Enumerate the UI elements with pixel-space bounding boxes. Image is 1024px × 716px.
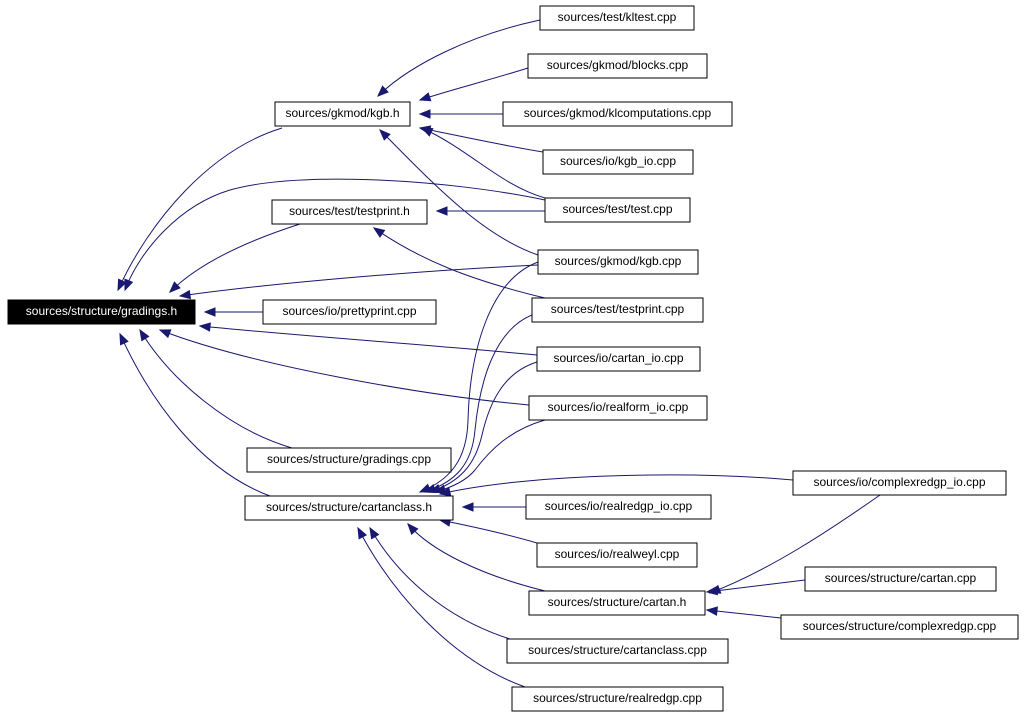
- node-cartanclass-cpp[interactable]: sources/structure/cartanclass.cpp: [506, 638, 729, 664]
- svg-text:sources/test/testprint.cpp: sources/test/testprint.cpp: [551, 302, 685, 316]
- node-realredgp-io-cpp[interactable]: sources/io/realredgp_io.cpp: [525, 494, 712, 520]
- edge-realredgp-io-cpp-to-cartanclass-h: [461, 502, 526, 512]
- edge-cartan-cpp-to-cartan-h: [705, 579, 806, 596]
- edge-complexredgp-cpp-to-cartan-h: [705, 606, 782, 619]
- svg-text:sources/structure/cartanclass.: sources/structure/cartanclass.cpp: [528, 643, 707, 657]
- node-klcomputations-cpp[interactable]: sources/gkmod/klcomputations.cpp: [502, 101, 733, 127]
- node-test-cpp[interactable]: sources/test/test.cpp: [544, 197, 691, 223]
- node-blocks-cpp[interactable]: sources/gkmod/blocks.cpp: [527, 53, 708, 79]
- arrowhead: [407, 522, 419, 535]
- edge-complexredgp-io-cpp-to-cartanclass-h: [438, 474, 794, 497]
- edge-cartanclass-cpp-to-cartanclass-h: [369, 526, 511, 640]
- arrowhead: [418, 92, 432, 102]
- node-cartan-h[interactable]: sources/structure/cartan.h: [528, 590, 706, 616]
- edge-klcomputations-cpp-to-kgb-h: [418, 109, 503, 119]
- arrowhead: [117, 278, 127, 292]
- svg-text:sources/test/test.cpp: sources/test/test.cpp: [562, 202, 672, 216]
- svg-text:sources/test/kltest.cpp: sources/test/kltest.cpp: [558, 10, 677, 24]
- arrowhead: [119, 332, 129, 346]
- svg-text:sources/structure/gradings.h: sources/structure/gradings.h: [26, 304, 177, 318]
- svg-text:sources/io/prettyprint.cpp: sources/io/prettyprint.cpp: [282, 304, 416, 318]
- node-kgb-cpp[interactable]: sources/gkmod/kgb.cpp: [537, 249, 699, 275]
- node-gradings-cpp[interactable]: sources/structure/gradings.cpp: [246, 447, 452, 473]
- edges-layer: [117, 19, 881, 688]
- edge-realredgp-cpp-to-cartanclass-h: [357, 526, 526, 688]
- node-complexredgp-io-cpp[interactable]: sources/io/complexredgp_io.cpp: [792, 470, 1007, 496]
- arrowhead: [198, 322, 211, 332]
- svg-text:sources/structure/cartan.h: sources/structure/cartan.h: [548, 595, 687, 609]
- svg-text:sources/io/realform_io.cpp: sources/io/realform_io.cpp: [548, 400, 689, 414]
- svg-text:sources/gkmod/blocks.cpp: sources/gkmod/blocks.cpp: [547, 58, 689, 72]
- edge-blocks-cpp-to-kgb-h: [418, 67, 529, 102]
- svg-text:sources/io/realredgp_io.cpp: sources/io/realredgp_io.cpp: [545, 499, 693, 513]
- edge-test-cpp-to-kgb-h: [420, 127, 546, 199]
- node-gradings-h[interactable]: sources/structure/gradings.h: [7, 299, 196, 325]
- edge-kgb-io-cpp-to-kgb-h: [418, 125, 544, 153]
- svg-text:sources/structure/gradings.cpp: sources/structure/gradings.cpp: [267, 452, 431, 466]
- edge-test-cpp-to-gradings-h: [124, 178, 546, 292]
- edge-kltest-cpp-to-kgb-h: [377, 19, 541, 97]
- node-cartan-cpp[interactable]: sources/structure/cartan.cpp: [804, 566, 997, 592]
- edge-realform-io-cpp-to-gradings-h: [158, 329, 530, 406]
- arrowhead: [124, 278, 134, 292]
- arrowhead: [438, 487, 452, 497]
- node-complexredgp-cpp[interactable]: sources/structure/complexredgp.cpp: [780, 614, 1019, 640]
- node-realredgp-cpp[interactable]: sources/structure/realredgp.cpp: [511, 686, 724, 712]
- svg-text:sources/structure/cartan.cpp: sources/structure/cartan.cpp: [825, 571, 977, 585]
- svg-text:sources/gkmod/kgb.h: sources/gkmod/kgb.h: [285, 106, 399, 120]
- svg-text:sources/structure/realredgp.cp: sources/structure/realredgp.cpp: [533, 691, 702, 705]
- node-cartan-io-cpp[interactable]: sources/io/cartan_io.cpp: [536, 346, 701, 372]
- arrowhead: [139, 328, 150, 342]
- arrowhead: [203, 307, 216, 317]
- arrowhead: [369, 526, 380, 540]
- node-kgb-io-cpp[interactable]: sources/io/kgb_io.cpp: [542, 149, 694, 175]
- arrowhead: [433, 484, 447, 494]
- arrowhead: [418, 109, 431, 119]
- arrowhead: [705, 606, 718, 616]
- svg-text:sources/gkmod/kgb.cpp: sources/gkmod/kgb.cpp: [555, 254, 682, 268]
- svg-text:sources/io/cartan_io.cpp: sources/io/cartan_io.cpp: [553, 351, 683, 365]
- arrowhead: [705, 586, 718, 596]
- svg-text:sources/gkmod/klcomputations.c: sources/gkmod/klcomputations.cpp: [524, 106, 712, 120]
- node-testprint-cpp[interactable]: sources/test/testprint.cpp: [531, 297, 704, 323]
- edge-test-cpp-to-testprint-h: [435, 206, 545, 216]
- svg-text:sources/io/complexredgp_io.cpp: sources/io/complexredgp_io.cpp: [813, 475, 985, 489]
- arrowhead: [377, 85, 389, 97]
- node-kgb-h[interactable]: sources/gkmod/kgb.h: [274, 101, 411, 127]
- edge-prettyprint-cpp-to-gradings-h: [203, 307, 263, 317]
- arrowhead: [435, 206, 448, 216]
- edge-kgb-cpp-to-gradings-h: [178, 264, 539, 300]
- edge-testprint-h-to-gradings-h: [169, 223, 301, 293]
- edge-testprint-cpp-to-testprint-h: [372, 227, 546, 299]
- arrowhead: [461, 502, 474, 512]
- edge-cartan-h-to-cartanclass-h: [407, 522, 546, 592]
- edge-kgb-h-to-gradings-h: [117, 127, 283, 292]
- edge-realweyl-cpp-to-cartanclass-h: [438, 517, 538, 544]
- arrowhead: [420, 127, 434, 137]
- arrowhead: [158, 329, 172, 339]
- edge-cartan-io-cpp-to-gradings-h: [198, 322, 538, 356]
- svg-text:sources/io/kgb_io.cpp: sources/io/kgb_io.cpp: [560, 154, 676, 168]
- node-prettyprint-cpp[interactable]: sources/io/prettyprint.cpp: [262, 299, 437, 325]
- arrowhead: [372, 227, 386, 238]
- edge-cartanclass-h-to-gradings-h: [119, 332, 271, 497]
- svg-text:sources/structure/cartanclass.: sources/structure/cartanclass.h: [266, 500, 432, 514]
- node-cartanclass-h[interactable]: sources/structure/cartanclass.h: [244, 495, 454, 521]
- edge-gradings-cpp-to-gradings-h: [139, 328, 293, 449]
- node-realform-io-cpp[interactable]: sources/io/realform_io.cpp: [528, 395, 708, 421]
- svg-text:sources/io/realweyl.cpp: sources/io/realweyl.cpp: [555, 547, 680, 561]
- node-realweyl-cpp[interactable]: sources/io/realweyl.cpp: [536, 542, 698, 568]
- node-kltest-cpp[interactable]: sources/test/kltest.cpp: [539, 5, 695, 31]
- node-testprint-h[interactable]: sources/test/testprint.h: [271, 199, 428, 225]
- edge-realform-io-cpp-to-cartanclass-h: [433, 419, 546, 494]
- arrowhead: [169, 281, 181, 293]
- svg-text:sources/structure/complexredgp: sources/structure/complexredgp.cpp: [803, 619, 997, 633]
- arrowhead: [178, 289, 192, 300]
- edge-kgb-cpp-to-kgb-h: [379, 129, 539, 256]
- svg-text:sources/test/testprint.h: sources/test/testprint.h: [289, 204, 410, 218]
- arrowhead: [357, 526, 368, 540]
- arrowhead: [379, 129, 391, 141]
